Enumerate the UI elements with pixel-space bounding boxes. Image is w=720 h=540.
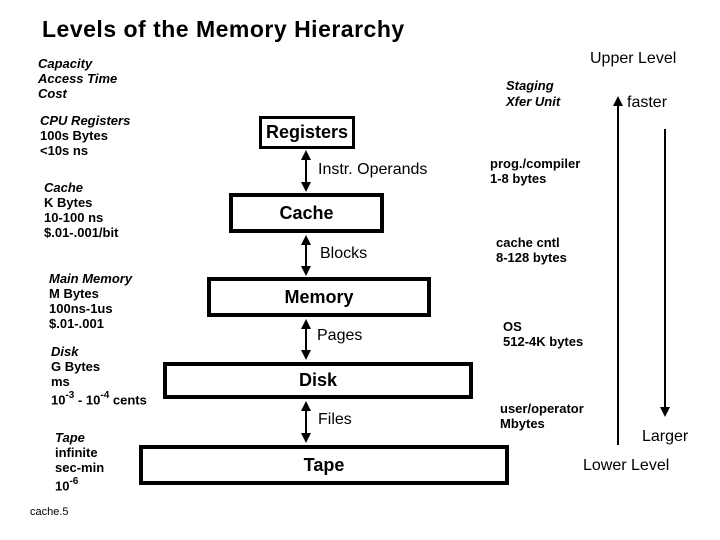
tape-cost-line: 10-6 [55,475,104,493]
disk-box: Disk [163,362,473,399]
note-line: Mbytes [500,416,545,431]
cost-label: Cost [38,86,67,101]
cost-mid: - 10 [74,392,101,408]
blocks-label: Blocks [320,245,368,262]
user-operator-note: user/operator Mbytes [500,401,584,431]
note-line: prog./compiler [490,156,581,171]
spec-line: 10-100 ns [44,210,104,225]
disk-specs: Disk G Bytes ms 10-3 - 10-4 cents [51,344,147,407]
group-name: CPU Registers [40,113,131,128]
disk-cost-line: 10-3 - 10-4 cents [51,389,147,407]
note-line: 8-128 bytes [496,250,567,265]
spec-line: infinite [55,445,98,460]
spec-line: M Bytes [49,286,99,301]
lower-level-label: Lower Level [583,457,670,474]
main-memory-specs: Main Memory M Bytes 100ns-1us $.01-.001 [49,271,132,331]
group-name: Tape [55,430,85,445]
note-line: OS [503,319,522,334]
note-line: cache cntl [496,235,560,250]
note-line: 1-8 bytes [490,171,547,186]
memory-box: Memory [207,277,431,317]
memory-disk-arrow-icon [301,319,311,360]
cache-cntl-note: cache cntl 8-128 bytes [496,235,567,265]
registers-cache-arrow-icon [301,150,311,192]
spec-line: $.01-.001 [49,316,104,331]
access-time-label: Access Time [38,71,118,86]
spec-line: 100ns-1us [49,301,113,316]
group-name: Main Memory [49,271,133,286]
files-label: Files [318,411,352,428]
instr-operands-label: Instr. Operands [318,161,428,178]
tape-specs: Tape infinite sec-min 10-6 [55,430,104,493]
page-title: Levels of the Memory Hierarchy [42,16,405,42]
spec-line: <10s ns [40,143,89,158]
disk-tape-arrow-icon [301,401,311,443]
upper-level-label: Upper Level [590,50,677,67]
spec-line: sec-min [55,460,105,475]
pages-label: Pages [317,327,363,344]
group-name: Disk [51,344,79,359]
tape-box-label: Tape [303,454,345,475]
memory-box-label: Memory [284,286,354,307]
faster-arrow-icon [613,96,623,445]
cache-box-label: Cache [279,202,334,223]
faster-label: faster [627,94,668,111]
cost-exponent: -6 [69,476,79,487]
spec-line: 100s Bytes [40,128,108,143]
os-note: OS 512-4K bytes [503,319,583,349]
xfer-unit-line: Xfer Unit [506,94,561,109]
spec-line: G Bytes [51,359,101,374]
staging-xfer-unit-label: Staging Xfer Unit [506,78,560,110]
registers-box-label: Registers [265,122,349,142]
cost-base: 10 [55,478,70,494]
cost-base: 10 [51,392,66,408]
cache-specs: Cache K Bytes 10-100 ns $.01-.001/bit [44,180,118,240]
note-line: 512-4K bytes [503,334,584,349]
staging-line: Staging [506,78,554,93]
capacity-header: Capacity Access Time Cost [38,56,117,101]
cache-box: Cache [229,193,384,233]
cost-exponent: -3 [65,390,75,401]
slide-number: cache.5 [30,506,69,518]
cost-exponent: -4 [100,390,110,401]
cpu-registers-specs: CPU Registers 100s Bytes <10s ns [40,113,130,158]
cost-end: cents [109,392,147,408]
capacity-label: Capacity [38,56,93,71]
prog-compiler-note: prog./compiler 1-8 bytes [490,156,580,186]
spec-line: ms [51,374,70,389]
larger-arrow-icon [660,129,670,417]
cache-memory-arrow-icon [301,235,311,276]
group-name: Cache [44,180,84,195]
spec-line: K Bytes [44,195,93,210]
note-line: user/operator [500,401,584,416]
larger-label: Larger [642,428,689,445]
disk-box-label: Disk [298,370,338,390]
spec-line: $.01-.001/bit [44,225,119,240]
tape-box: Tape [139,445,509,485]
registers-box: Registers [259,116,355,149]
